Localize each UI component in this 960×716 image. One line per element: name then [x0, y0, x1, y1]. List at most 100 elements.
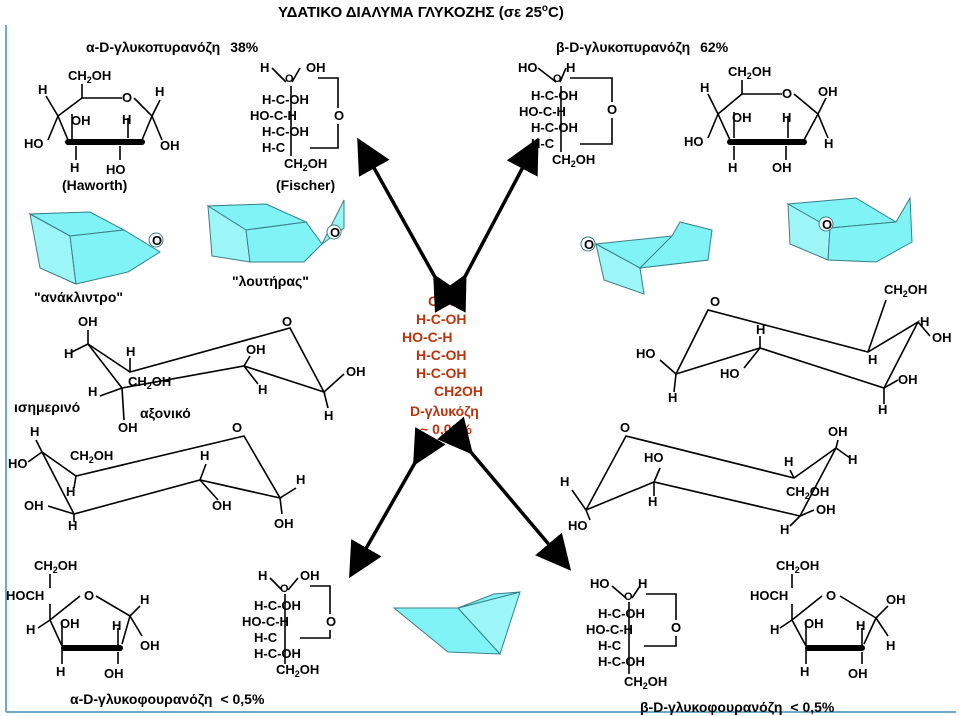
svg-text:H: H	[30, 424, 39, 439]
svg-text:CH2OH: CH2OH	[70, 448, 113, 465]
svg-text:H: H	[155, 84, 164, 99]
svg-text:H: H	[56, 664, 65, 679]
haworth-caption: (Haworth)	[62, 177, 127, 193]
open-chain-percent: ~ 0,02%	[420, 421, 472, 437]
svg-text:OH: OH	[60, 616, 80, 631]
svg-text:HO-C-H: HO-C-H	[242, 614, 289, 629]
svg-text:H-C: H-C	[262, 140, 286, 155]
alpha-chair-lower: H HO CH2OH O H OH H OH H OH H	[8, 420, 305, 533]
svg-text:O: O	[710, 294, 720, 309]
svg-text:H: H	[648, 494, 657, 509]
svg-text:H-C: H-C	[598, 638, 622, 653]
svg-text:O: O	[334, 108, 344, 123]
svg-text:O: O	[826, 588, 836, 603]
svg-text:H: H	[112, 618, 121, 633]
alpha-furanose-haworth: CH2OH HOCH O H OH H H OH H OH	[6, 558, 160, 681]
svg-text:CH2OH: CH2OH	[284, 156, 327, 173]
svg-text:OH: OH	[848, 666, 868, 681]
svg-text:H: H	[878, 402, 887, 417]
svg-text:HO: HO	[24, 136, 44, 151]
svg-text:OH: OH	[78, 314, 98, 329]
svg-text:OH: OH	[160, 138, 180, 153]
svg-text:CH2OH: CH2OH	[884, 282, 927, 299]
svg-text:H: H	[728, 160, 737, 175]
svg-text:OH: OH	[246, 342, 266, 357]
svg-text:HO: HO	[684, 134, 704, 149]
beta-chair-lower: O OH HO H H H CH2OH H OH HO H	[560, 420, 857, 537]
svg-text:OH: OH	[300, 568, 320, 583]
svg-text:O: O	[232, 420, 242, 435]
open-chain-line-1: CHO	[428, 293, 459, 309]
svg-text:O: O	[822, 217, 832, 232]
svg-text:CH2OH: CH2OH	[68, 68, 111, 85]
svg-text:OH: OH	[24, 498, 44, 513]
svg-text:H: H	[700, 80, 709, 95]
svg-text:H: H	[38, 82, 47, 97]
svg-text:OH: OH	[804, 616, 824, 631]
open-chain-name: D-γλυκόζη	[410, 403, 479, 419]
svg-text:O: O	[285, 73, 294, 85]
svg-text:OH: OH	[818, 84, 838, 99]
svg-text:H: H	[560, 474, 569, 489]
svg-text:O: O	[624, 591, 633, 603]
svg-text:H: H	[920, 314, 929, 329]
svg-text:H-C-OH: H-C-OH	[598, 606, 645, 621]
alpha-fischer: H OH O H-C-OH HO-C-H H-C-OH H-C CH2OH O …	[250, 60, 344, 193]
svg-text:OH: OH	[118, 420, 138, 435]
svg-text:HO-C-H: HO-C-H	[250, 108, 297, 123]
svg-text:CH2OH: CH2OH	[552, 152, 595, 169]
beta-furanose-fischer: HO H O H-C-OH HO-C-H H-C H-C-OH CH2OH O	[586, 576, 681, 691]
arrow-to-alpha-furanose	[349, 427, 446, 579]
svg-text:H: H	[88, 384, 97, 399]
alpha-furanose-name: α-D-γλυκοφουρανόζη< 0,5%	[70, 691, 265, 707]
svg-text:HO-C-H: HO-C-H	[519, 104, 566, 119]
svg-text:H-C-OH: H-C-OH	[254, 598, 301, 613]
svg-text:OH: OH	[306, 60, 326, 75]
open-chain-line-2: H-C-OH	[416, 311, 467, 327]
svg-text:OH: OH	[828, 424, 848, 439]
beta-furanose-haworth: CH2OH HOCH O H OH H H OH OH H	[750, 558, 906, 681]
alpha-furanose-fischer: H OH O H-C-OH HO-C-H H-C H-C-OH CH2OH O	[242, 568, 336, 679]
svg-text:O: O	[671, 620, 681, 635]
svg-text:HO: HO	[106, 162, 126, 177]
svg-text:O: O	[280, 583, 289, 595]
svg-text:O: O	[782, 86, 792, 101]
svg-text:H-C: H-C	[254, 630, 278, 645]
svg-text:H: H	[66, 484, 75, 499]
open-chain-line-4: H-C-OH	[416, 347, 467, 363]
beta-haworth: CH2OH O H HO OH H H OH OH H	[684, 64, 838, 175]
svg-text:H: H	[26, 622, 35, 637]
svg-text:CH2OH: CH2OH	[728, 64, 771, 81]
svg-text:O: O	[620, 420, 630, 435]
svg-text:O: O	[326, 614, 336, 629]
svg-text:OH: OH	[816, 502, 836, 517]
svg-text:H-C-OH: H-C-OH	[531, 88, 578, 103]
bathtub-shape: O	[206, 199, 345, 263]
beta-furanose-name: β-D-γλυκοφουρανόζη< 0,5%	[640, 699, 835, 715]
svg-text:HO: HO	[720, 366, 740, 381]
svg-text:HOCH: HOCH	[6, 588, 44, 603]
svg-text:OH: OH	[886, 592, 906, 607]
svg-text:H: H	[126, 344, 135, 359]
svg-text:CH2OH: CH2OH	[786, 484, 829, 501]
svg-text:H: H	[848, 452, 857, 467]
svg-text:OH: OH	[772, 160, 792, 175]
svg-text:H: H	[868, 352, 877, 367]
svg-text:O: O	[282, 314, 292, 329]
svg-text:HO-C-H: HO-C-H	[586, 622, 633, 637]
svg-text:H: H	[782, 110, 791, 125]
svg-text:CH2OH: CH2OH	[34, 558, 77, 575]
svg-text:H-C-OH: H-C-OH	[531, 120, 578, 135]
svg-text:H: H	[784, 454, 793, 469]
beta-fischer: HO H O H-C-OH HO-C-H H-C-OH H-C CH2OH O	[518, 60, 617, 169]
svg-text:O: O	[152, 233, 162, 248]
svg-text:H: H	[122, 112, 131, 127]
recliner-shape-left: O	[28, 211, 164, 285]
svg-text:O: O	[607, 102, 617, 117]
svg-text:H: H	[780, 522, 789, 537]
equatorial-label: ισημερινό	[14, 399, 80, 415]
svg-text:O: O	[553, 73, 562, 85]
svg-text:HOCH: HOCH	[750, 588, 788, 603]
open-chain-glucose: CHO H-C-OH HO-C-H H-C-OH H-C-OH CH2OH D-…	[402, 293, 483, 437]
